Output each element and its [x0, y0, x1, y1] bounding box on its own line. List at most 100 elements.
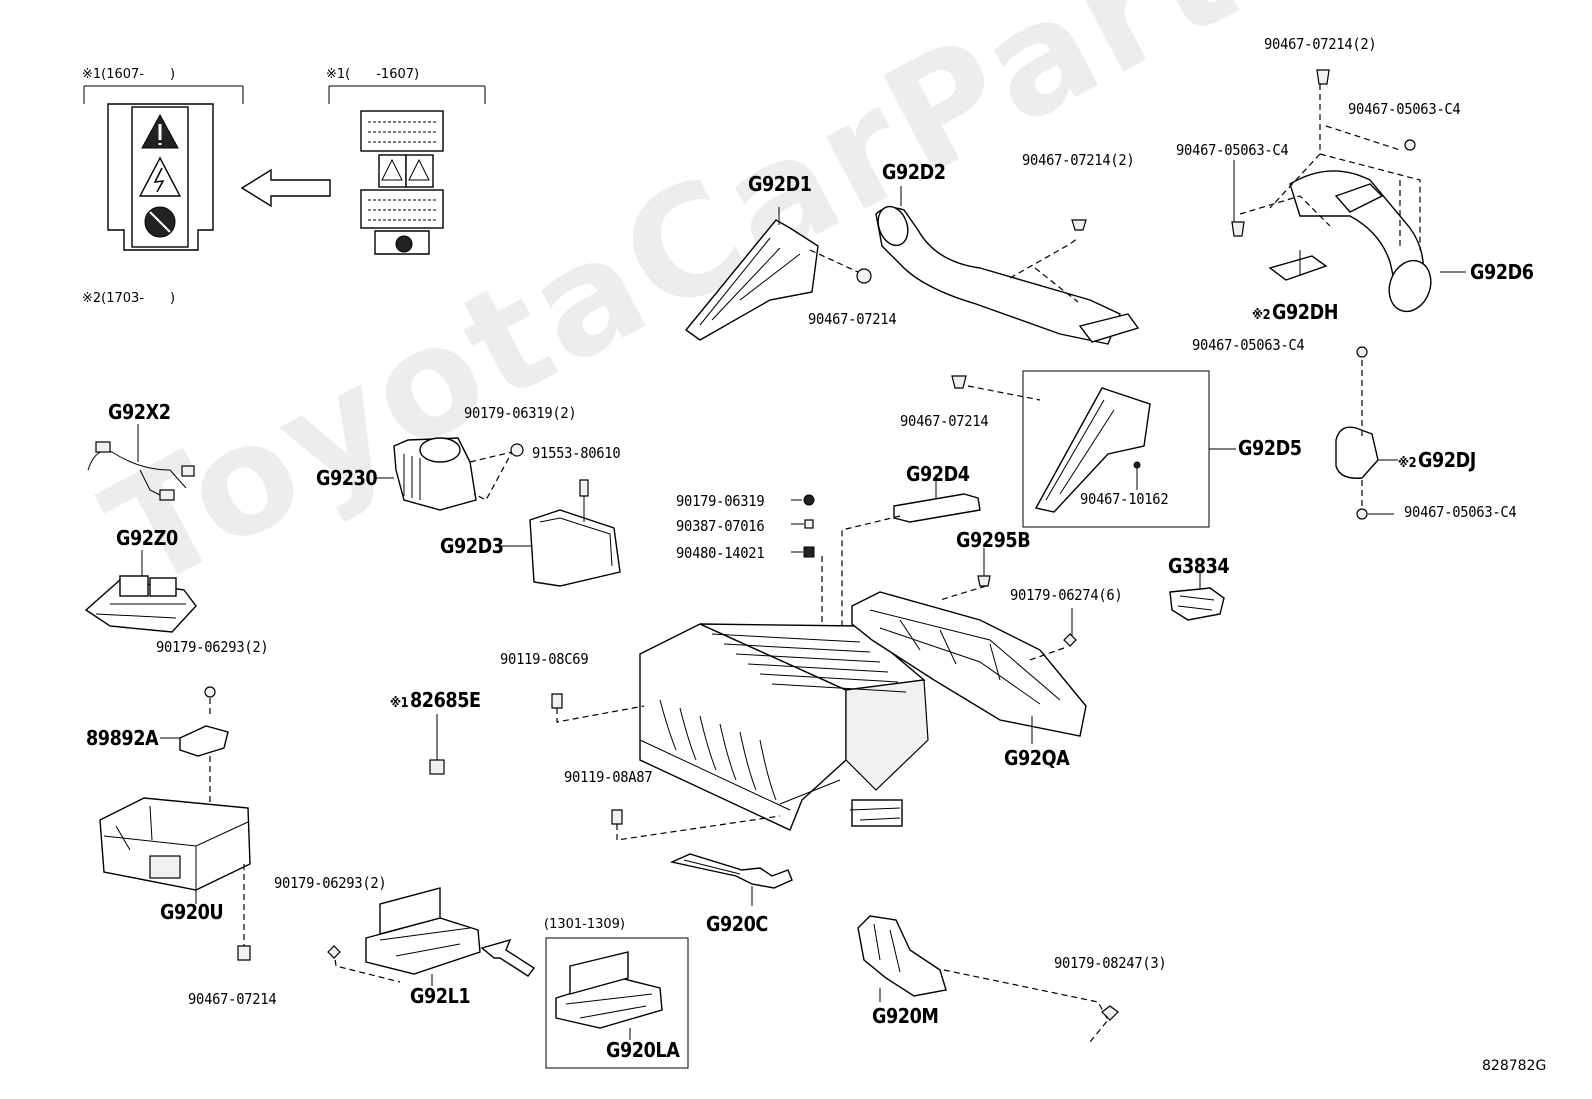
label-G92DH[interactable]: ※2G92DH	[1252, 300, 1339, 324]
label-G92D3[interactable]: G92D3	[440, 534, 504, 558]
alternate-part-arrow-icon	[480, 938, 536, 977]
label-90467-07214-b[interactable]: 90467-07214	[900, 412, 989, 430]
bolt-90119-08A87	[611, 809, 623, 825]
warning-triangle-icon	[405, 154, 434, 188]
label-90119-08C69[interactable]: 90119-08C69	[500, 650, 589, 668]
part-hybrid-battery-assembly	[639, 623, 929, 831]
label-90467-07214-c[interactable]: 90467-07214	[188, 990, 277, 1008]
part-G92D2-drawing	[875, 186, 1140, 345]
label-G92QA[interactable]: G92QA	[1004, 746, 1070, 770]
label-G92DJ[interactable]: ※2G92DJ	[1398, 448, 1476, 472]
part-G92D1-drawing	[684, 207, 859, 341]
nut-90480-14021	[803, 546, 815, 558]
bolt-90119-08C69	[551, 693, 563, 709]
label-89892A[interactable]: 89892A	[86, 726, 159, 750]
label-90179-06293-2-a[interactable]: 90179-06293(2)	[156, 638, 269, 656]
warning-label-group	[83, 85, 486, 255]
high-voltage-icon	[378, 154, 407, 188]
label-G92D2[interactable]: G92D2	[882, 160, 946, 184]
variant-note-to-1607: ※1( -1607)	[326, 67, 420, 82]
label-G9230[interactable]: G9230	[316, 466, 378, 490]
part-G920C-drawing	[669, 853, 793, 906]
part-G92Z0-drawing	[84, 550, 197, 633]
label-90467-05063-C4-a[interactable]: 90467-05063-C4	[1348, 100, 1461, 118]
label-90467-05063-C4-d[interactable]: 90467-05063-C4	[1404, 503, 1517, 521]
bolt-90467-07214	[237, 945, 251, 961]
part-G92D5-drawing	[967, 385, 1236, 513]
label-90480-14021[interactable]: 90480-14021	[676, 544, 765, 562]
screw-90467-05063-C4	[1356, 508, 1368, 520]
label-G3834[interactable]: G3834	[1168, 554, 1230, 578]
replacement-arrow-icon	[240, 168, 331, 208]
nut-90179-08247	[1101, 1005, 1119, 1021]
nut-90179-06293	[327, 945, 341, 959]
label-90467-05063-C4-c[interactable]: 90467-05063-C4	[1192, 336, 1305, 354]
nut-90179-06293	[204, 686, 216, 698]
label-90387-07016[interactable]: 90387-07016	[676, 517, 765, 535]
warning-sticker-old-bottom	[360, 189, 444, 229]
nut-90179-06319	[803, 494, 815, 506]
label-G92D6[interactable]: G92D6	[1470, 260, 1534, 284]
part-G920M-drawing	[857, 915, 1109, 1043]
clip-90467-07214	[951, 375, 967, 389]
washer-90387-07016	[804, 519, 814, 529]
clip-90467-07214	[856, 268, 872, 284]
label-90467-07214-a[interactable]: 90467-07214	[808, 310, 897, 328]
part-G9230-drawing	[376, 437, 514, 511]
part-G920LA-drawing	[555, 951, 663, 1040]
part-G92L1-drawing	[333, 887, 481, 986]
label-G92D5[interactable]: G92D5	[1238, 436, 1302, 460]
label-G920M[interactable]: G920M	[872, 1004, 939, 1028]
label-82685E[interactable]: ※182685E	[390, 688, 481, 712]
label-90179-06319-2[interactable]: 90179-06319(2)	[464, 404, 577, 422]
part-82685E-drawing	[429, 759, 445, 775]
screw-90467-05063-C4	[1404, 139, 1416, 151]
warning-sticker-old-top	[360, 110, 444, 152]
part-G920LA-box	[545, 937, 689, 1069]
part-89892A-drawing	[160, 725, 229, 808]
label-90119-08A87[interactable]: 90119-08A87	[564, 768, 653, 786]
nut-90179-06274	[1063, 633, 1077, 647]
label-90179-06319[interactable]: 90179-06319	[676, 492, 765, 510]
part-G92D6-drawing	[1233, 84, 1466, 313]
label-G920LA[interactable]: G920LA	[606, 1038, 680, 1062]
label-G92D4[interactable]: G92D4	[906, 462, 970, 486]
sub-box-range-note: (1301-1309)	[544, 917, 626, 932]
part-G92DH-drawing	[1268, 255, 1328, 281]
screw-90467-10162	[1133, 461, 1141, 469]
high-voltage-icon	[138, 156, 182, 197]
part-G92D4-drawing	[841, 474, 981, 720]
label-G9295B[interactable]: G9295B	[956, 528, 1031, 552]
part-G920U-drawing	[99, 797, 251, 946]
diagram-id: 828782G	[1482, 1058, 1547, 1074]
screw-90467-05063-C4	[1231, 221, 1245, 237]
label-90179-06274-6[interactable]: 90179-06274(6)	[1010, 586, 1123, 604]
label-90467-10162[interactable]: 90467-10162	[1080, 490, 1169, 508]
variant-note-1607-on: ※1(1607- )	[82, 67, 176, 82]
part-G3834-drawing	[1169, 570, 1225, 621]
label-90467-07214-2-mid[interactable]: 90467-07214(2)	[1022, 151, 1135, 169]
label-90179-08247-3[interactable]: 90179-08247(3)	[1054, 954, 1167, 972]
label-90179-06293-2-b[interactable]: 90179-06293(2)	[274, 874, 387, 892]
no-touch-icon	[395, 235, 413, 253]
variant-note-1703-on: ※2(1703- )	[82, 291, 176, 306]
label-90467-07214-2-top[interactable]: 90467-07214(2)	[1264, 35, 1377, 53]
clip-G9295B	[977, 575, 991, 587]
label-G92L1[interactable]: G92L1	[410, 984, 471, 1008]
part-G92D3-drawing	[496, 492, 621, 587]
label-91553-80610[interactable]: 91553-80610	[532, 444, 621, 462]
label-90467-05063-C4-b[interactable]: 90467-05063-C4	[1176, 141, 1289, 159]
screw-90467-05063-C4	[1356, 346, 1368, 358]
label-G920C[interactable]: G920C	[706, 912, 768, 936]
label-G92X2[interactable]: G92X2	[108, 400, 171, 424]
label-G92Z0[interactable]: G92Z0	[116, 526, 178, 550]
part-G92DJ-drawing	[1335, 360, 1398, 515]
label-G920U[interactable]: G920U	[160, 900, 224, 924]
label-G92D1[interactable]: G92D1	[748, 172, 812, 196]
part-G92X2-drawing	[87, 424, 195, 501]
bolt-91553-80610	[579, 479, 589, 497]
nut-90179-06319	[510, 443, 524, 457]
clip-90467-07214-2-top	[1316, 69, 1330, 85]
